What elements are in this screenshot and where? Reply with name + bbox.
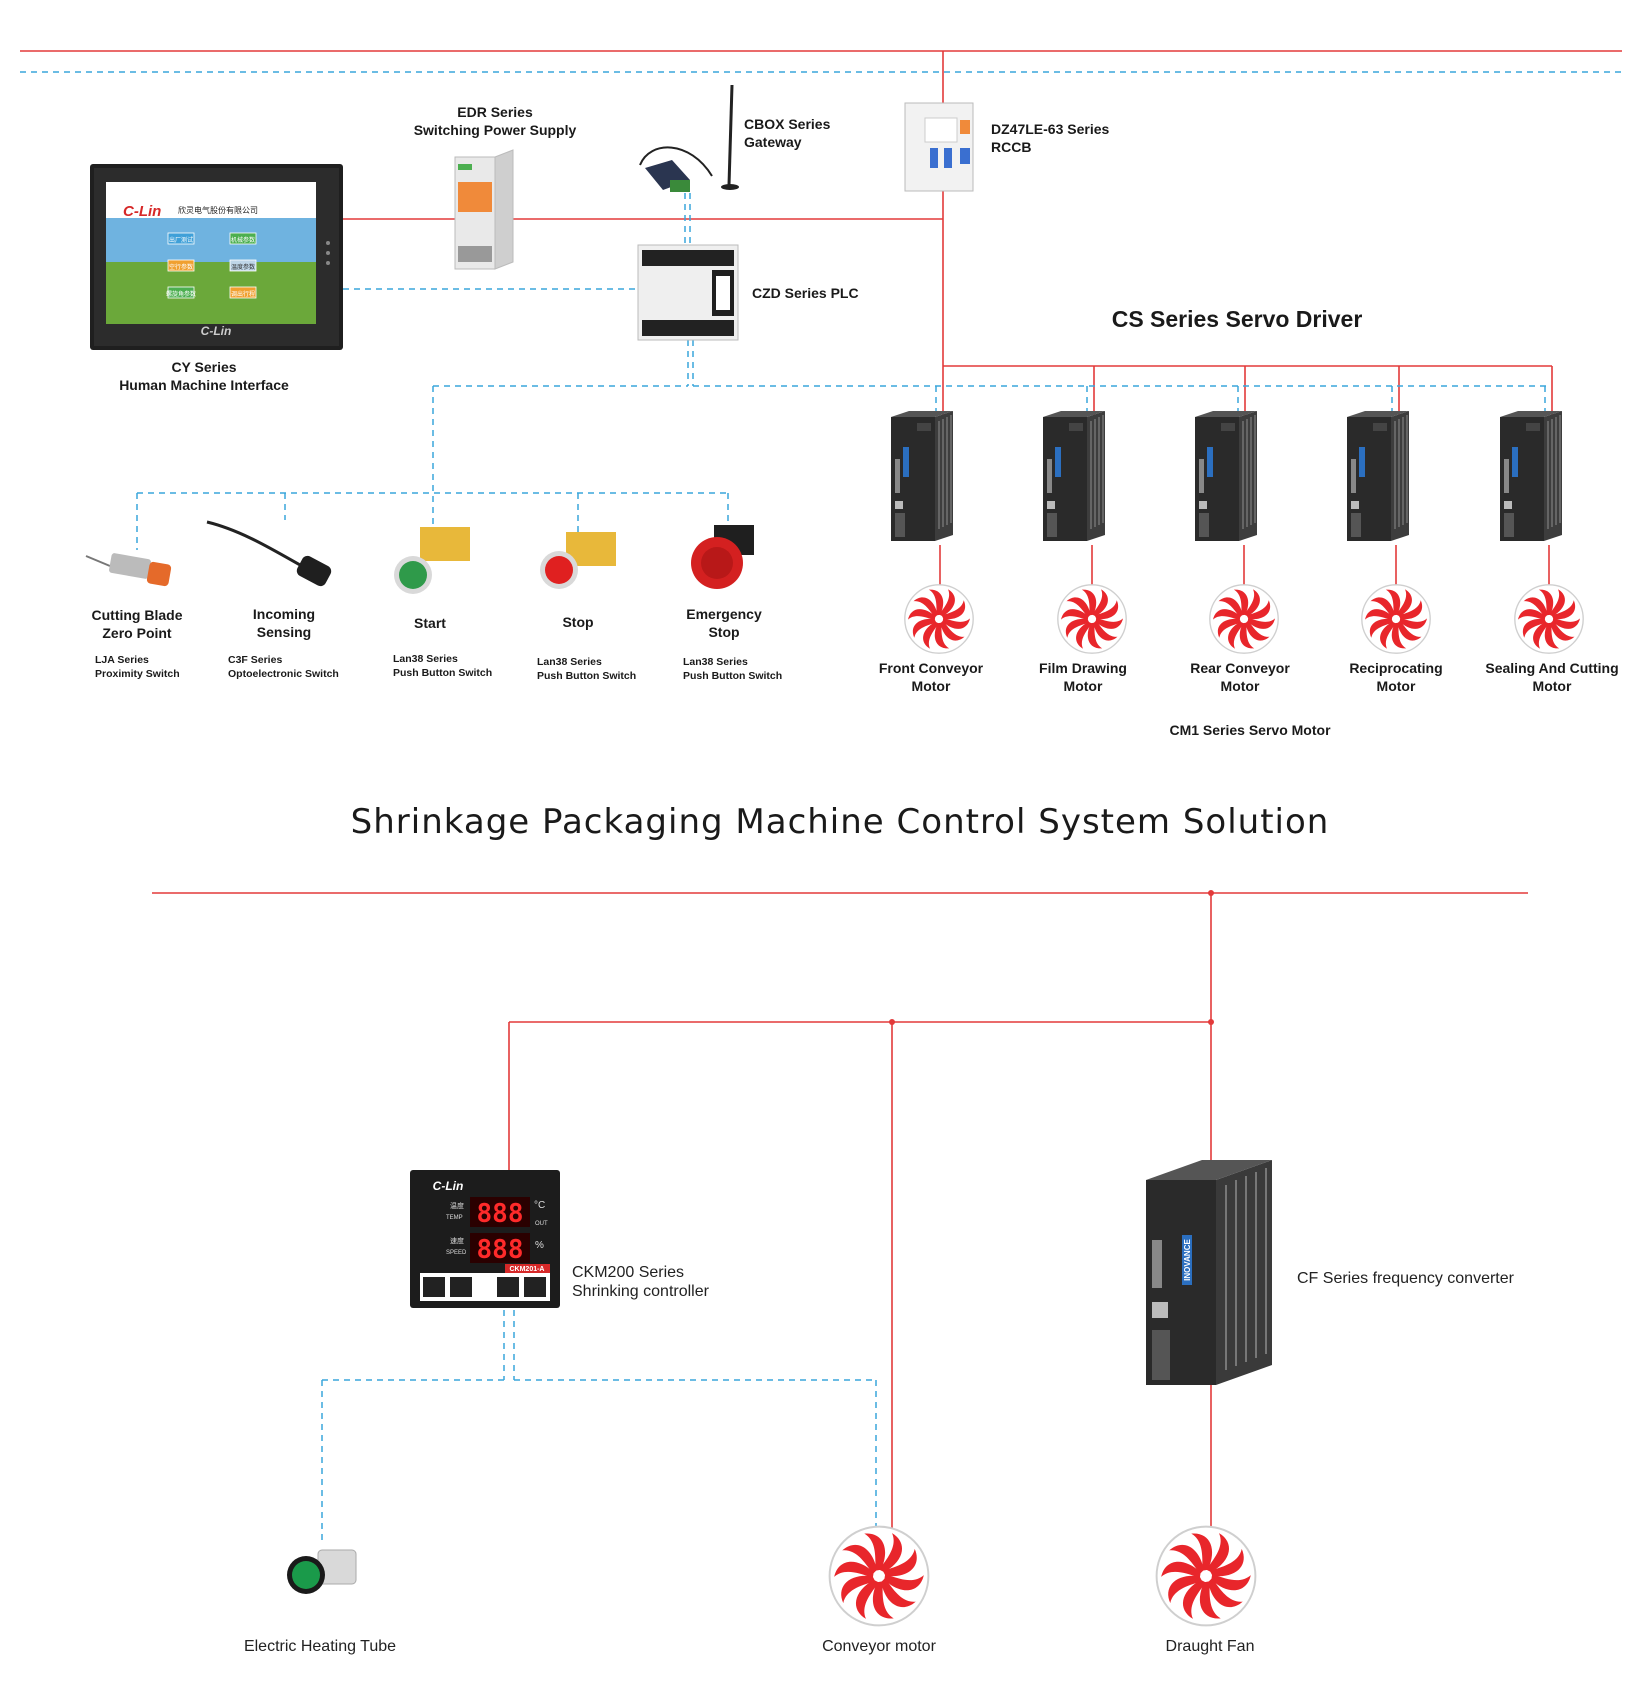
- input-label: Incoming: [253, 606, 315, 622]
- input-sublabel: Lan38 Series: [537, 656, 602, 668]
- hmi-button-label: 出厂测试: [169, 236, 193, 244]
- controller-temp-label: 温度: [450, 1201, 464, 1210]
- heating-tube-device: [287, 1549, 357, 1594]
- input-sublabel: C3F Series: [228, 654, 282, 666]
- hmi-button-label: 调出行程: [231, 290, 255, 298]
- bottom-wiring: [152, 892, 1528, 1545]
- plc-device: [637, 244, 739, 341]
- junction-dot: [1208, 890, 1214, 896]
- converter-label: CF Series frequency converter: [1297, 1270, 1515, 1287]
- hmi-button-label: 机械参数: [231, 236, 255, 244]
- shrinking-controller-device: [410, 1170, 560, 1308]
- controller-temp-label-en: TEMP: [446, 1215, 463, 1221]
- motor-label: Front Conveyor: [879, 660, 984, 676]
- servo-driver-header: CS Series Servo Driver: [1112, 306, 1363, 332]
- page-title: Shrinkage Packaging Machine Control Syst…: [351, 802, 1330, 842]
- controller-label: Shrinking controller: [572, 1283, 710, 1300]
- input-label: Sensing: [257, 624, 311, 640]
- rccb-title: DZ47LE-63 Series: [991, 121, 1109, 137]
- controller-speed-label-en: SPEED: [446, 1250, 467, 1256]
- input-sublabel: Push Button Switch: [537, 670, 636, 682]
- controller-brand: C-Lin: [433, 1179, 464, 1193]
- controller-temp-display: 888: [477, 1199, 524, 1229]
- hmi-button-label: 螺旋角参数: [166, 290, 196, 298]
- motor-label: Film Drawing: [1039, 660, 1127, 676]
- proximity-switch-device: [85, 553, 172, 587]
- servo-motor-icon: [1361, 584, 1431, 654]
- input-label: Emergency: [686, 606, 762, 622]
- converter-brand: INOVANCE: [1183, 1239, 1192, 1281]
- controller-model: CKM201-A: [509, 1266, 544, 1273]
- hmi-bezel-logo: C-Lin: [201, 324, 232, 338]
- motor-label: Sealing And Cutting: [1485, 660, 1618, 676]
- hmi-button-label: 空行参数: [169, 263, 193, 271]
- emergency-stop-device: [691, 525, 754, 589]
- junction-dot: [889, 1019, 895, 1025]
- servo-motor-icon: [1209, 584, 1279, 654]
- controller-out-label: OUT: [535, 1221, 548, 1227]
- controller-label: CKM200 Series: [572, 1264, 684, 1281]
- hmi-screen-header: 欣灵电气股份有限公司: [178, 205, 258, 215]
- motor-label: Motor: [1533, 678, 1572, 694]
- motor-label: Motor: [1064, 678, 1103, 694]
- input-sublabel: Optoelectronic Switch: [228, 668, 339, 680]
- gateway-device: [639, 84, 739, 192]
- controller-speed-label: 速度: [450, 1236, 464, 1245]
- input-sublabel: Push Button Switch: [683, 670, 782, 682]
- input-label: Stop: [708, 624, 739, 640]
- servo-driver-1: [890, 410, 954, 542]
- hmi-subtitle: Human Machine Interface: [119, 377, 289, 393]
- stop-button-device: [540, 532, 616, 589]
- top-wiring: [20, 50, 1622, 585]
- start-button-device: [394, 527, 470, 594]
- servo-driver-4: [1346, 410, 1410, 542]
- power-supply-title: EDR Series: [457, 104, 533, 120]
- conveyor-motor-label: Conveyor motor: [822, 1638, 936, 1655]
- plc-title: CZD Series PLC: [752, 285, 859, 301]
- controller-temp-unit: °C: [534, 1200, 545, 1211]
- input-sublabel: LJA Series: [95, 654, 149, 666]
- frequency-converter-device: [1146, 1160, 1272, 1385]
- draught-fan-label: Draught Fan: [1166, 1638, 1255, 1655]
- servo-driver-3: [1194, 410, 1258, 542]
- input-label: Stop: [562, 614, 593, 630]
- servo-driver-5: [1499, 410, 1563, 542]
- hmi-button-label: 温度参数: [231, 263, 255, 271]
- input-label: Cutting Blade: [92, 607, 183, 623]
- power-supply-device: [454, 149, 514, 270]
- rccb-subtitle: RCCB: [991, 139, 1031, 155]
- input-label: Start: [414, 615, 446, 631]
- draught-fan-icon: [1155, 1525, 1257, 1627]
- input-sublabel: Lan38 Series: [683, 656, 748, 668]
- conveyor-motor-icon: [828, 1525, 930, 1627]
- controller-speed-display: 888: [477, 1235, 524, 1265]
- servo-motor-header: CM1 Series Servo Motor: [1169, 722, 1331, 738]
- motor-label: Rear Conveyor: [1190, 660, 1290, 676]
- gateway-subtitle: Gateway: [744, 134, 802, 150]
- hmi-logo: C-Lin: [123, 203, 161, 220]
- motor-label: Motor: [1221, 678, 1260, 694]
- hmi-title: CY Series: [171, 359, 236, 375]
- input-sublabel: Proximity Switch: [95, 668, 180, 680]
- input-label: Zero Point: [102, 625, 172, 641]
- heating-tube-label: Electric Heating Tube: [244, 1638, 396, 1655]
- motor-label: Motor: [1377, 678, 1416, 694]
- hmi-device: [90, 164, 343, 350]
- motor-label: Reciprocating: [1349, 660, 1442, 676]
- servo-motor-icon: [1514, 584, 1584, 654]
- input-sublabel: Push Button Switch: [393, 667, 492, 679]
- gateway-title: CBOX Series: [744, 116, 831, 132]
- optoelectronic-switch-device: [206, 520, 332, 587]
- junction-dot: [1208, 1019, 1214, 1025]
- servo-driver-2: [1042, 410, 1106, 542]
- motor-label: Motor: [912, 678, 951, 694]
- input-sublabel: Lan38 Series: [393, 653, 458, 665]
- controller-speed-unit: %: [535, 1240, 544, 1251]
- servo-motor-icon: [904, 584, 974, 654]
- servo-motor-icon: [1057, 584, 1127, 654]
- power-supply-subtitle: Switching Power Supply: [414, 122, 577, 138]
- rccb-device: [904, 102, 974, 192]
